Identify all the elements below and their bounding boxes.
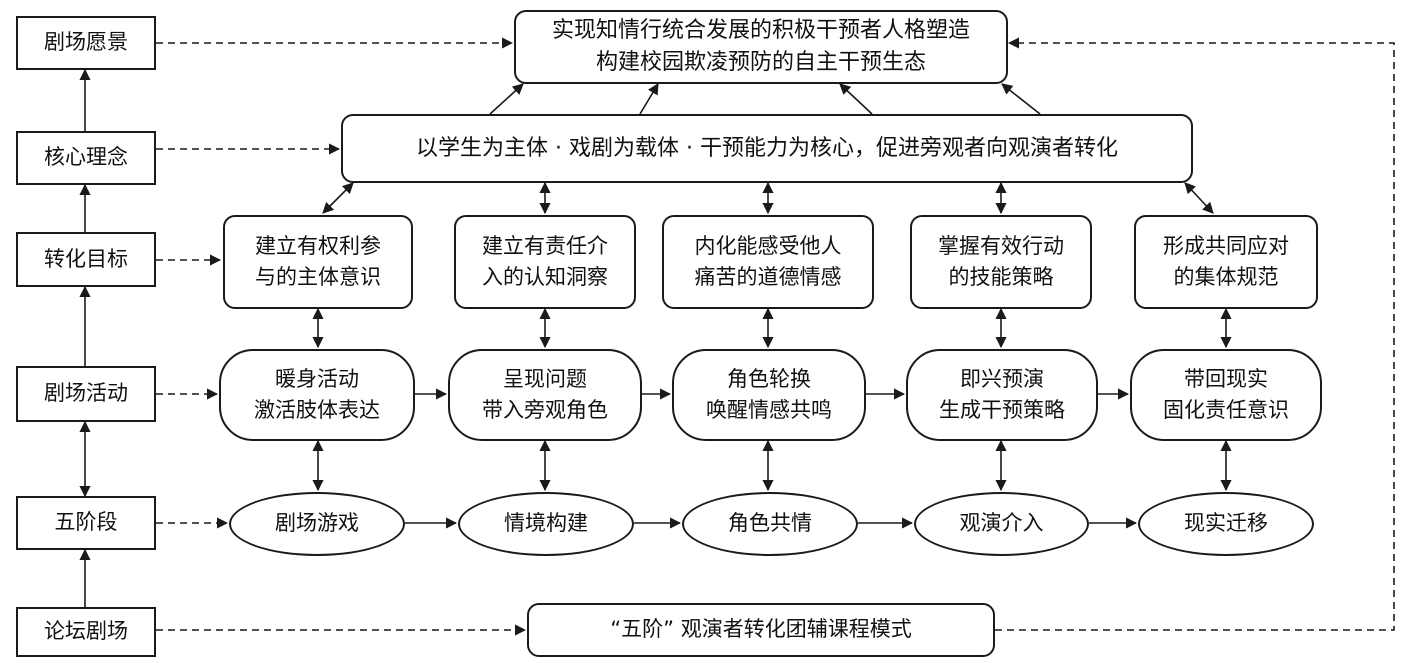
activity-box-1-text: 暖身活动 激活肢体表达 bbox=[254, 366, 380, 423]
arrow-concept-goal-5 bbox=[1184, 182, 1214, 214]
label-vision: 剧场愿景 bbox=[16, 16, 156, 70]
activity-box-1: 暖身活动 激活肢体表达 bbox=[219, 349, 415, 441]
label-activity: 剧场活动 bbox=[16, 366, 156, 422]
goal-box-5-text: 形成共同应对 的集体规范 bbox=[1163, 233, 1289, 290]
dash-feedback-loop bbox=[995, 37, 1395, 631]
activity-box-5: 带回现实 固化责任意识 bbox=[1130, 349, 1322, 441]
goal-box-1-text: 建立有权利参 与的主体意识 bbox=[255, 233, 381, 290]
goal-box-3-text: 内化能感受他人 痛苦的道德情感 bbox=[694, 233, 842, 290]
activity-box-5-text: 带回现实 固化责任意识 bbox=[1163, 366, 1289, 423]
activity-box-2: 呈现问题 带入旁观角色 bbox=[448, 349, 642, 441]
label-vision-text: 剧场愿景 bbox=[44, 30, 128, 55]
stage-ellipse-3-text: 角色共情 bbox=[728, 511, 812, 536]
concept-box: 以学生为主体 · 戏剧为载体 · 干预能力为核心，促进旁观者向观演者转化 bbox=[341, 114, 1193, 183]
stage-ellipse-2: 情境构建 bbox=[458, 492, 634, 556]
goal-box-1: 建立有权利参 与的主体意识 bbox=[223, 215, 413, 309]
arrow-concept-vision-3 bbox=[839, 83, 873, 115]
activity-box-3: 角色轮换 唤醒情感共鸣 bbox=[672, 349, 866, 441]
stage-ellipse-3: 角色共情 bbox=[682, 492, 858, 556]
label-concept-text: 核心理念 bbox=[44, 145, 128, 170]
goal-box-2: 建立有责任介 入的认知洞察 bbox=[454, 215, 636, 309]
arrow-concept-vision-2 bbox=[639, 83, 659, 115]
label-stages: 五阶段 bbox=[16, 496, 156, 550]
concept-box-text: 以学生为主体 · 戏剧为载体 · 干预能力为核心，促进旁观者向观演者转化 bbox=[416, 136, 1118, 161]
activity-box-4-text: 即兴预演 生成干预策略 bbox=[939, 366, 1065, 423]
arrow-concept-goal-1 bbox=[322, 182, 354, 214]
goal-box-3: 内化能感受他人 痛苦的道德情感 bbox=[662, 215, 874, 309]
label-forum: 论坛剧场 bbox=[16, 607, 156, 657]
label-stages-text: 五阶段 bbox=[54, 510, 118, 535]
goal-box-2-text: 建立有责任介 入的认知洞察 bbox=[482, 233, 608, 290]
stage-ellipse-5: 现实迁移 bbox=[1138, 492, 1314, 556]
stage-ellipse-5-text: 现实迁移 bbox=[1184, 511, 1268, 536]
label-concept: 核心理念 bbox=[16, 131, 156, 185]
vision-box: 实现知情行统合发展的积极干预者人格塑造 构建校园欺凌预防的自主干预生态 bbox=[514, 10, 1008, 84]
activity-box-4: 即兴预演 生成干预策略 bbox=[906, 349, 1098, 441]
course-mode-box-text: “五阶” 观演者转化团辅课程模式 bbox=[610, 617, 912, 642]
course-mode-box: “五阶” 观演者转化团辅课程模式 bbox=[527, 603, 995, 657]
goal-box-4: 掌握有效行动 的技能策略 bbox=[910, 215, 1092, 309]
stage-ellipse-1: 剧场游戏 bbox=[229, 492, 405, 556]
activity-box-3-text: 角色轮换 唤醒情感共鸣 bbox=[706, 366, 832, 423]
goal-box-5: 形成共同应对 的集体规范 bbox=[1134, 215, 1318, 309]
arrow-concept-vision-1 bbox=[489, 83, 524, 115]
goal-box-4-text: 掌握有效行动 的技能策略 bbox=[938, 233, 1064, 290]
vision-box-text: 实现知情行统合发展的积极干预者人格塑造 构建校园欺凌预防的自主干预生态 bbox=[551, 18, 970, 75]
label-goal-text: 转化目标 bbox=[44, 246, 128, 271]
stage-ellipse-1-text: 剧场游戏 bbox=[275, 511, 359, 536]
stage-ellipse-4-text: 观演介入 bbox=[959, 511, 1044, 536]
label-goal: 转化目标 bbox=[16, 232, 156, 287]
stage-ellipse-2-text: 情境构建 bbox=[504, 511, 588, 536]
label-forum-text: 论坛剧场 bbox=[44, 619, 128, 644]
stage-ellipse-4: 观演介入 bbox=[914, 492, 1089, 556]
arrow-concept-vision-4 bbox=[1001, 83, 1041, 115]
activity-box-2-text: 呈现问题 带入旁观角色 bbox=[482, 366, 608, 423]
label-activity-text: 剧场活动 bbox=[44, 381, 128, 406]
